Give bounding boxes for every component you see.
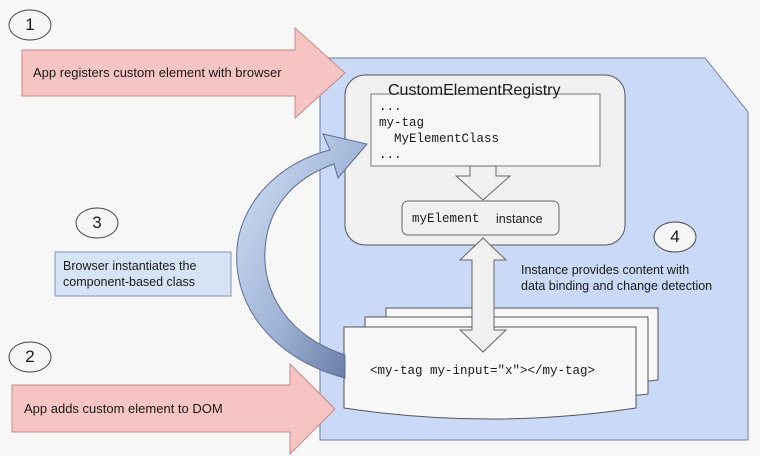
step2-number: 2 [25,347,35,366]
registry-title: CustomElementRegistry [388,82,561,99]
step1-circle [8,9,52,41]
step3-callout-box [54,251,232,297]
step2-circle [8,341,52,373]
binding-double-arrow [458,237,508,353]
dom-page-front [343,326,637,420]
dom-snippet: <my-tag my-input="x"></my-tag> [370,364,596,378]
step1-label: App registers custom element with browse… [33,65,282,80]
instance-code: myElement [412,212,480,226]
registry-entries: ... my-tag MyElementClass ... [379,100,500,162]
step2-label: App adds custom element to DOM [24,401,223,416]
step2-arrow [11,362,336,456]
step4-number: 4 [670,227,680,246]
step4-circle [653,221,697,253]
step3-label: Browser instantiates the component-based… [63,259,197,289]
instance-text: instance [496,212,543,226]
lookup-down-arrow [454,165,512,201]
instantiate-curve-arrow [236,133,368,379]
step3-circle [75,207,119,239]
step3-number: 3 [92,213,102,232]
registry-entries-box [370,93,601,167]
step1-number: 1 [25,15,35,34]
step1-arrow [21,26,346,120]
instance-box [401,200,560,236]
step4-label: Instance provides content with data bind… [521,263,713,293]
